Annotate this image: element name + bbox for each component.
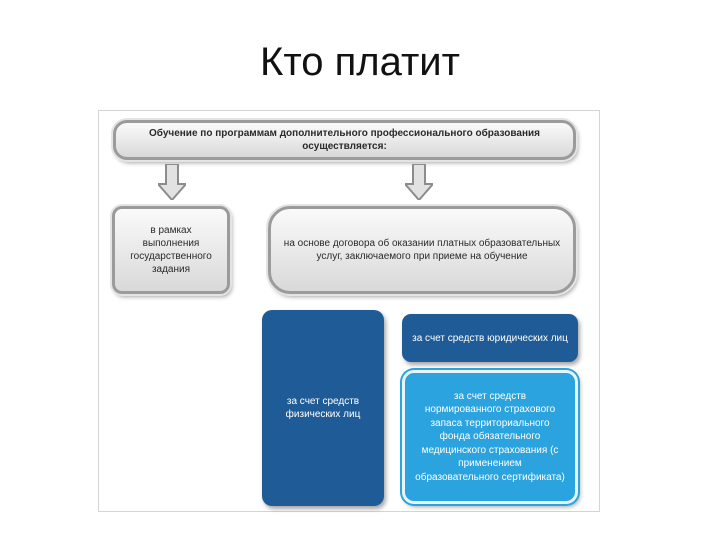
header-box: Обучение по программам дополнительного п…: [113, 120, 576, 160]
slide-title: Кто платит: [260, 40, 460, 84]
header-text: Обучение по программам дополнительного п…: [149, 128, 540, 152]
state-task-box: в рамках выполнения государственного зад…: [112, 206, 230, 294]
insurance-fund-box: за счет средств нормированного страховог…: [402, 370, 578, 504]
insurance-fund-text: за счет средств нормированного страховог…: [415, 390, 565, 483]
individuals-text: за счет средств физических лиц: [285, 396, 361, 420]
legal-entities-box: за счет средств юридических лиц: [402, 314, 578, 362]
contract-box: на основе договора об оказании платных о…: [268, 206, 576, 294]
state-task-text: в рамках выполнения государственного зад…: [130, 225, 212, 275]
down-arrow-right: [405, 164, 433, 200]
contract-text: на основе договора об оказании платных о…: [283, 238, 561, 262]
diagram-frame: [98, 110, 600, 512]
down-arrow-left: [158, 164, 186, 200]
legal-entities-text: за счет средств юридических лиц: [412, 332, 568, 344]
individuals-box: за счет средств физических лиц: [262, 310, 384, 506]
